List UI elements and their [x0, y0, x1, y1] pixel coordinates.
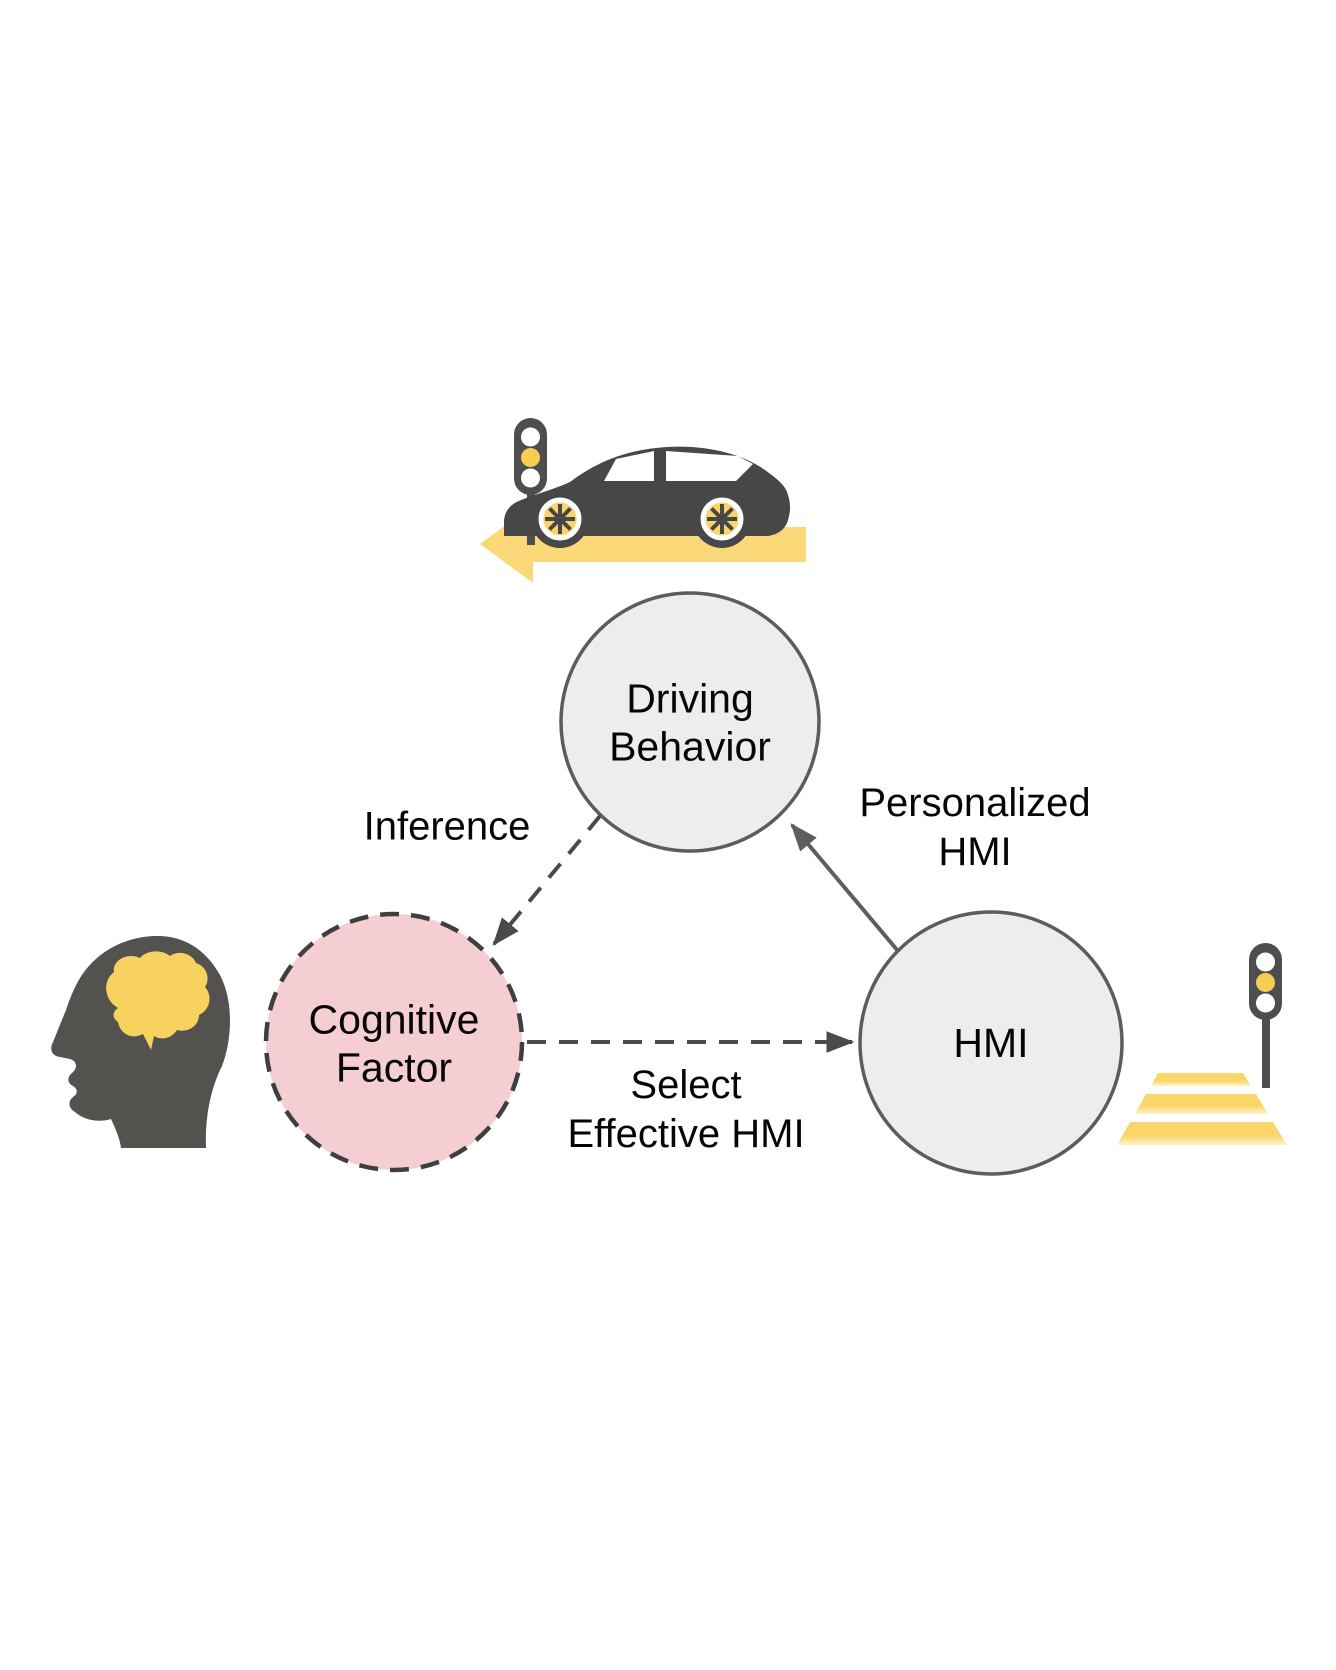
driving-behavior-label: Driving Behavior [609, 675, 771, 770]
inference-edge-label: Inference [363, 804, 531, 849]
car-front-wheel [531, 490, 589, 548]
head-with-brain-icon [51, 935, 230, 1148]
traffic-light-top-lamp [521, 427, 540, 447]
traffic-light-icon-right [1249, 943, 1282, 1088]
hmi-label: HMI [953, 1019, 1029, 1066]
car-rear-wheel [693, 490, 751, 548]
left-arrow-road-icon [480, 505, 806, 583]
select-edge-label: Select Effective HMI [567, 1063, 805, 1156]
traffic-light-yellow-lamp [521, 448, 540, 467]
personalized-edge [790, 823, 900, 953]
driving-behavior-node [559, 591, 821, 853]
cognitive-factor-label: Cognitive Factor [308, 996, 480, 1091]
car-icon [504, 446, 791, 548]
hmi-node [858, 910, 1124, 1176]
brain-shape [106, 951, 210, 1050]
inference-edge [492, 814, 602, 946]
personalized-edge-label: Personalized HMI [859, 781, 1091, 874]
cognitive-factor-node [263, 911, 525, 1173]
traffic-light-bottom-lamp [521, 468, 540, 488]
crosswalk-icon [1117, 1073, 1287, 1145]
